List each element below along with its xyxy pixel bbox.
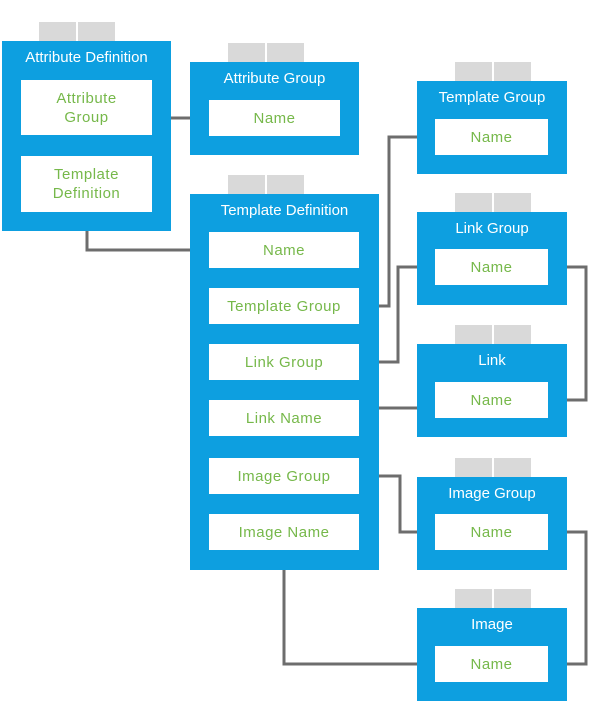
entity-title: Image Group: [448, 485, 536, 502]
tab-decoration: [228, 43, 304, 62]
entity-title: Attribute Group: [223, 70, 326, 87]
field-name: Name: [435, 514, 548, 550]
field-name: Name: [435, 382, 548, 418]
field-template-definition: Template Definition: [21, 156, 152, 212]
field-template-group: Template Group: [209, 288, 359, 324]
tab-decoration: [455, 458, 531, 477]
field-link-name: Link Name: [209, 400, 359, 436]
field-name: Name: [209, 100, 340, 136]
entity-title: Link: [478, 352, 506, 369]
tab-decoration: [39, 22, 115, 41]
field-attribute-group: Attribute Group: [21, 80, 152, 135]
tab-decoration: [455, 62, 531, 81]
field-image-group: Image Group: [209, 458, 359, 494]
connector-image-name: [282, 550, 435, 666]
field-name: Name: [435, 119, 548, 155]
tab-decoration: [455, 193, 531, 212]
field-name: Name: [209, 232, 359, 268]
tab-decoration: [228, 175, 304, 194]
entity-title: Template Definition: [220, 202, 349, 219]
connector-link-group-to-link: [548, 265, 588, 402]
entity-title: Attribute Definition: [25, 49, 148, 66]
tab-decoration: [455, 589, 531, 608]
connector-image-group-to-image: [548, 530, 588, 666]
entity-title: Template Group: [438, 89, 546, 106]
field-name: Name: [435, 646, 548, 682]
field-name: Name: [435, 249, 548, 285]
field-link-group: Link Group: [209, 344, 359, 380]
entity-title: Link Group: [455, 220, 529, 237]
tab-decoration: [455, 325, 531, 344]
entity-title: Image: [471, 616, 513, 633]
field-image-name: Image Name: [209, 514, 359, 550]
